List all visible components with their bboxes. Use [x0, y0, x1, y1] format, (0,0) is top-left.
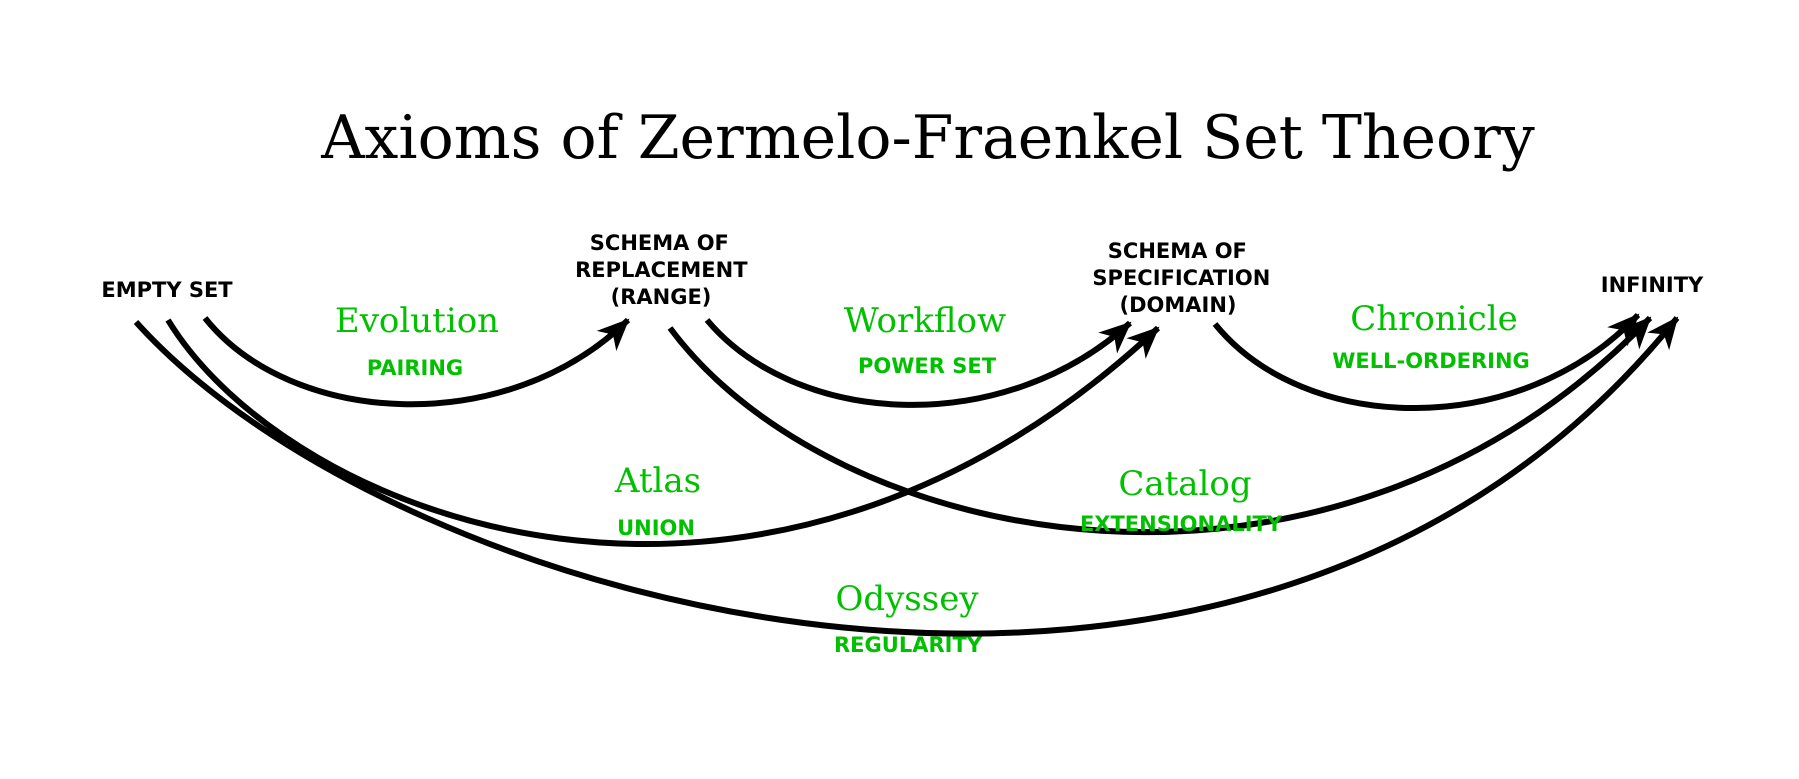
node-replacement-line: REPLACEMENT: [575, 258, 748, 282]
node-empty-set: EMPTY SET: [101, 278, 233, 302]
node-schema-of-specification: SCHEMA OF SPECIFICATION (DOMAIN): [1092, 239, 1277, 317]
node-replacement-line: (RANGE): [611, 285, 712, 309]
node-specification-line: (DOMAIN): [1119, 293, 1236, 317]
node-specification-line: SPECIFICATION: [1092, 266, 1270, 290]
node-empty-set-line: EMPTY SET: [101, 278, 233, 302]
edge-chronicle-name: Chronicle: [1350, 299, 1517, 339]
node-infinity: INFINITY: [1601, 273, 1704, 297]
edge-chronicle-axiom: WELL-ORDERING: [1332, 349, 1530, 373]
node-schema-of-replacement: SCHEMA OF REPLACEMENT (RANGE): [575, 231, 755, 309]
edge-evolution-arrow: [202, 316, 631, 408]
edge-catalog-name: Catalog: [1118, 464, 1251, 504]
node-specification-line: SCHEMA OF: [1108, 239, 1247, 263]
edge-atlas-name: Atlas: [614, 461, 701, 501]
edge-atlas-arrow: [165, 318, 1161, 547]
edge-workflow-axiom: POWER SET: [858, 354, 997, 378]
edge-catalog-axiom: EXTENSIONALITY: [1080, 512, 1283, 536]
diagram-title: Axioms of Zermelo-Fraenkel Set Theory: [320, 103, 1535, 173]
edge-chronicle-arrow: [1212, 312, 1641, 411]
node-infinity-line: INFINITY: [1601, 273, 1704, 297]
edge-workflow-arrow: [704, 318, 1133, 408]
edge-odyssey-axiom: REGULARITY: [834, 633, 983, 657]
edge-odyssey-name: Odyssey: [835, 579, 979, 619]
edge-odyssey-arrow: [133, 316, 1680, 637]
edge-catalog-arrow: [667, 315, 1653, 535]
edge-evolution-axiom: PAIRING: [367, 356, 463, 380]
edge-workflow-name: Workflow: [844, 301, 1006, 341]
edge-atlas-axiom: UNION: [617, 516, 695, 540]
edge-evolution-name: Evolution: [335, 301, 499, 341]
node-replacement-line: SCHEMA OF: [590, 231, 729, 255]
